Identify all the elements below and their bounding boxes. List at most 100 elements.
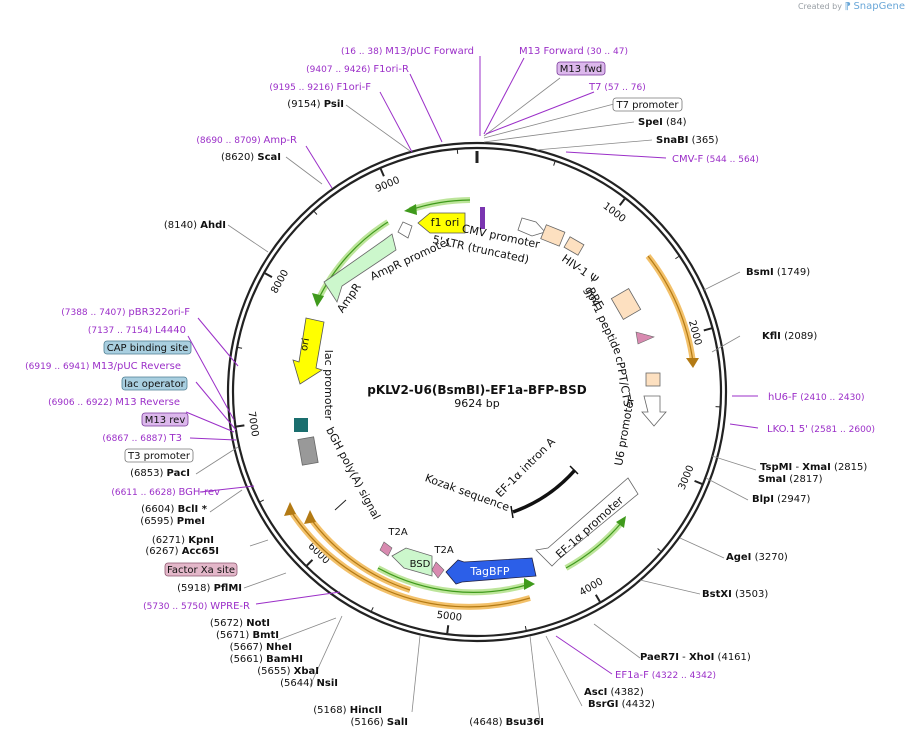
enzyme-name: BlpI — [752, 494, 774, 505]
enzyme-name: SpeI — [638, 117, 663, 128]
primer-range: (8690 .. 8709) — [196, 136, 263, 146]
enzyme-label: KflI (2089) — [762, 331, 817, 342]
primer-label: (6906 .. 6922) M13 Reverse — [48, 397, 180, 408]
enzyme-position: (5655) — [257, 666, 293, 677]
enzyme-position: (5168) — [313, 705, 349, 716]
boxed-label-text: lac operator — [124, 379, 185, 390]
ruler-label: 7000 — [246, 411, 260, 438]
ruler-minor-tick — [313, 211, 318, 215]
enzyme-label: SmaI (2817) — [758, 474, 823, 485]
boxed-label-text: M13 rev — [145, 415, 186, 426]
enzyme-position: (3270) — [751, 552, 788, 563]
primer-range: (6906 .. 6922) — [48, 398, 115, 408]
ampr-promoter-arrow — [397, 221, 413, 239]
enzyme-position: (84) — [663, 117, 687, 128]
enzyme-label: (5644) NsiI — [280, 678, 338, 689]
primer-range: (9195 .. 9216) — [269, 83, 336, 93]
enzyme-position: (365) — [688, 135, 718, 146]
ruler-minor-tick — [259, 499, 265, 503]
primer-name: M13 Forward — [519, 46, 584, 57]
enzyme-name: NsiI — [317, 678, 338, 689]
enzyme-name: TspMI — [760, 462, 792, 473]
ruler-tick — [446, 625, 450, 634]
enzyme-position: (6595) — [140, 516, 176, 527]
enzyme-name: BmtI — [252, 630, 279, 641]
enzyme-name: PacI — [167, 468, 190, 479]
plasmid-title: pKLV2-U6(BsmBI)-EF1a-BFP-BSD — [367, 383, 586, 397]
t2a-right-marker — [431, 561, 445, 579]
ruler-tick — [236, 424, 245, 428]
bsd-arrow — [391, 547, 433, 577]
bgh-polya-label: bGH poly(A) signal — [323, 425, 383, 522]
primer-label: (16 .. 38) M13/pUC Forward — [341, 46, 474, 57]
primer-name: T3 — [169, 433, 182, 444]
ruler-tick — [379, 168, 385, 177]
primer-range: (5730 .. 5750) — [143, 602, 210, 612]
gp41-marker — [635, 331, 655, 345]
primer-name: M13 Reverse — [115, 397, 180, 408]
primer-label: (6919 .. 6941) M13/pUC Reverse — [25, 361, 181, 372]
primer-name: LKO.1 5' — [767, 424, 808, 435]
boxed-label-text: Factor Xa site — [167, 565, 235, 576]
enzyme-name: Acc65I — [182, 546, 219, 557]
ruler-tick — [618, 198, 626, 206]
orange-arc-bottom-outer-core — [289, 509, 531, 608]
primer-label: (6867 .. 6887) T3 — [102, 433, 182, 444]
primer-range: (7388 .. 7407) — [61, 308, 128, 318]
primer-labels: (16 .. 38) M13/pUC Forward M13 Forward (3… — [25, 46, 875, 681]
boxed-label-bg — [124, 448, 194, 463]
primer-name: M13/pUC Forward — [385, 46, 474, 57]
t2a-left-marker — [379, 541, 393, 557]
ruler-tick — [264, 272, 273, 279]
enzyme-position: (2089) — [781, 331, 818, 342]
ruler-minor-tick — [553, 161, 556, 166]
green-arc-right-lower-core — [565, 521, 623, 569]
green-arc-top-head — [404, 204, 417, 215]
primer-range: (7137 .. 7154) — [88, 326, 155, 336]
enzyme-label: (5661) BamHI — [230, 654, 303, 665]
primer-range: (544 .. 564) — [703, 155, 759, 165]
ruler-tick — [594, 594, 601, 603]
enzyme-label: (5671) BmtI — [216, 630, 279, 641]
ori-label: ori — [299, 337, 312, 352]
ruler-label: 8000 — [269, 268, 291, 296]
enzyme-label: (4648) Bsu36I — [469, 717, 544, 728]
f1-ori-arrow — [417, 212, 466, 234]
green-arc-left-head — [312, 293, 324, 307]
enzyme-position: (3503) — [732, 589, 769, 600]
enzyme-name: BclI * — [178, 504, 208, 515]
primer-label: hU6-F (2410 .. 2430) — [768, 392, 865, 403]
enzyme-name: SnaBI — [656, 135, 688, 146]
primer-name: F1ori-F — [337, 82, 372, 93]
snapgene-brand: Created by ⁋ SnapGene — [798, 1, 905, 12]
primer-label: EF1a-F (4322 .. 4342) — [615, 670, 716, 681]
ori-arrow — [292, 317, 325, 385]
enzyme-name-2: XmaI — [802, 462, 831, 473]
ruler-minor-tick — [238, 347, 243, 349]
enzyme-name: NheI — [266, 642, 292, 653]
enzyme-label: (6267) Acc65I — [145, 546, 219, 557]
primer-range: (2581 .. 2600) — [808, 425, 875, 435]
primer-range: (6919 .. 6941) — [25, 362, 92, 372]
enzyme-label: (8620) ScaI — [221, 152, 281, 163]
enzyme-name: KflI — [762, 331, 781, 342]
boxed-label-text: T7 promoter — [615, 100, 679, 111]
enzyme-label: TspMI - XmaI (2815) — [760, 462, 867, 473]
ruler-label: 5000 — [436, 610, 463, 624]
enzyme-position: (6271) — [152, 535, 188, 546]
enzyme-name: BsmI — [746, 267, 774, 278]
green-arc-bottom-head — [524, 578, 535, 590]
enzyme-name: XbaI — [294, 666, 319, 677]
tagbfp-arrow — [445, 557, 537, 585]
primer-range: (6867 .. 6887) — [102, 434, 169, 444]
enzyme-label: (6271) KpnI — [152, 535, 214, 546]
boxed-label-text: CAP binding site — [107, 343, 189, 354]
primer-range: (6611 .. 6628) — [111, 488, 178, 498]
enzyme-name: HincII — [350, 705, 382, 716]
enzyme-label: BstXI (3503) — [702, 589, 768, 600]
ruler-label: 1000 — [601, 201, 628, 225]
enzyme-name: PaeR7I — [640, 652, 679, 663]
enzyme-position: (5667) — [230, 642, 266, 653]
primer-name: CMV-F — [672, 154, 703, 165]
